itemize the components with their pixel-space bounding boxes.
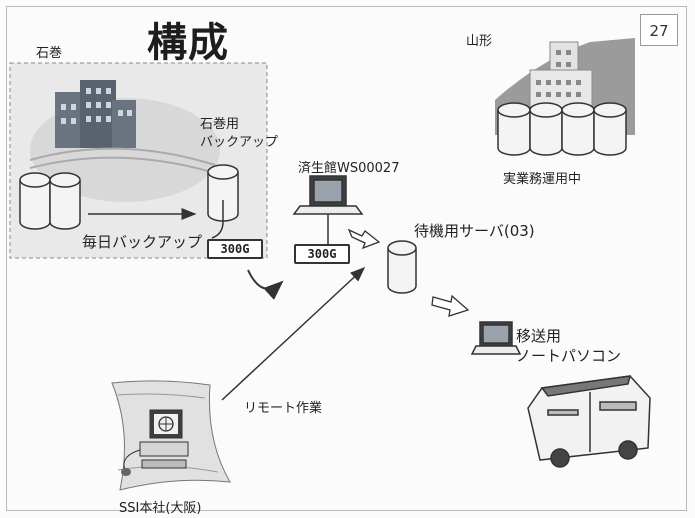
disk-transfer-arrow [247,269,284,300]
ishinomaki-cylinder-2-icon [49,172,81,230]
yamagata-label: 山形 [466,34,493,49]
slide-border [6,6,687,511]
remote-work-label: リモート作業 [244,401,323,416]
backup-cable [211,200,224,239]
standby-server-icon [387,240,417,294]
transfer-pc-line-1: 移送用 [516,327,562,345]
ishinomaki-backup-line-1: 石巻用 [200,117,240,132]
ishinomaki-backup-line-2: バックアップ [200,135,279,150]
daily-backup-label: 毎日バックアップ [82,233,203,251]
ws-to-standby-arrow [347,228,381,250]
disk-tag-1: 300G [207,239,263,259]
standby-server-label: 待機用サーバ(03) [414,222,535,240]
ishinomaki-backup-label: 石巻用 バックアップ [200,116,278,152]
backup-cylinder-icon [207,164,239,222]
laptop-icon [470,321,522,355]
transfer-pc-line-2: ノートパソコン [516,347,622,365]
ssi-hq-label: SSI本社(大阪) [119,501,202,516]
saiseikan-pc-icon [292,175,364,244]
ssi-hq-icon [111,380,231,491]
remote-work-line [221,266,366,401]
yamagata-cylinder-2-icon [529,102,563,156]
disk-tag-2: 300G [294,244,350,264]
saiseikan-ws-label: 済生館WS00027 [298,161,400,176]
slide-title: 構成 [147,20,229,66]
yamagata-cylinder-1-icon [497,102,531,156]
page-number: 27 [640,14,678,46]
ishinomaki-cylinder-1-icon [19,172,51,230]
ambulance-icon [527,375,651,468]
ishinomaki-label: 石巻 [36,46,63,61]
yamagata-cylinder-4-icon [593,102,627,156]
yamagata-status-label: 実業務運用中 [503,172,582,187]
transfer-pc-label: 移送用 ノートパソコン [516,326,621,366]
standby-to-laptop-arrow [431,294,470,317]
yamagata-cylinder-3-icon [561,102,595,156]
